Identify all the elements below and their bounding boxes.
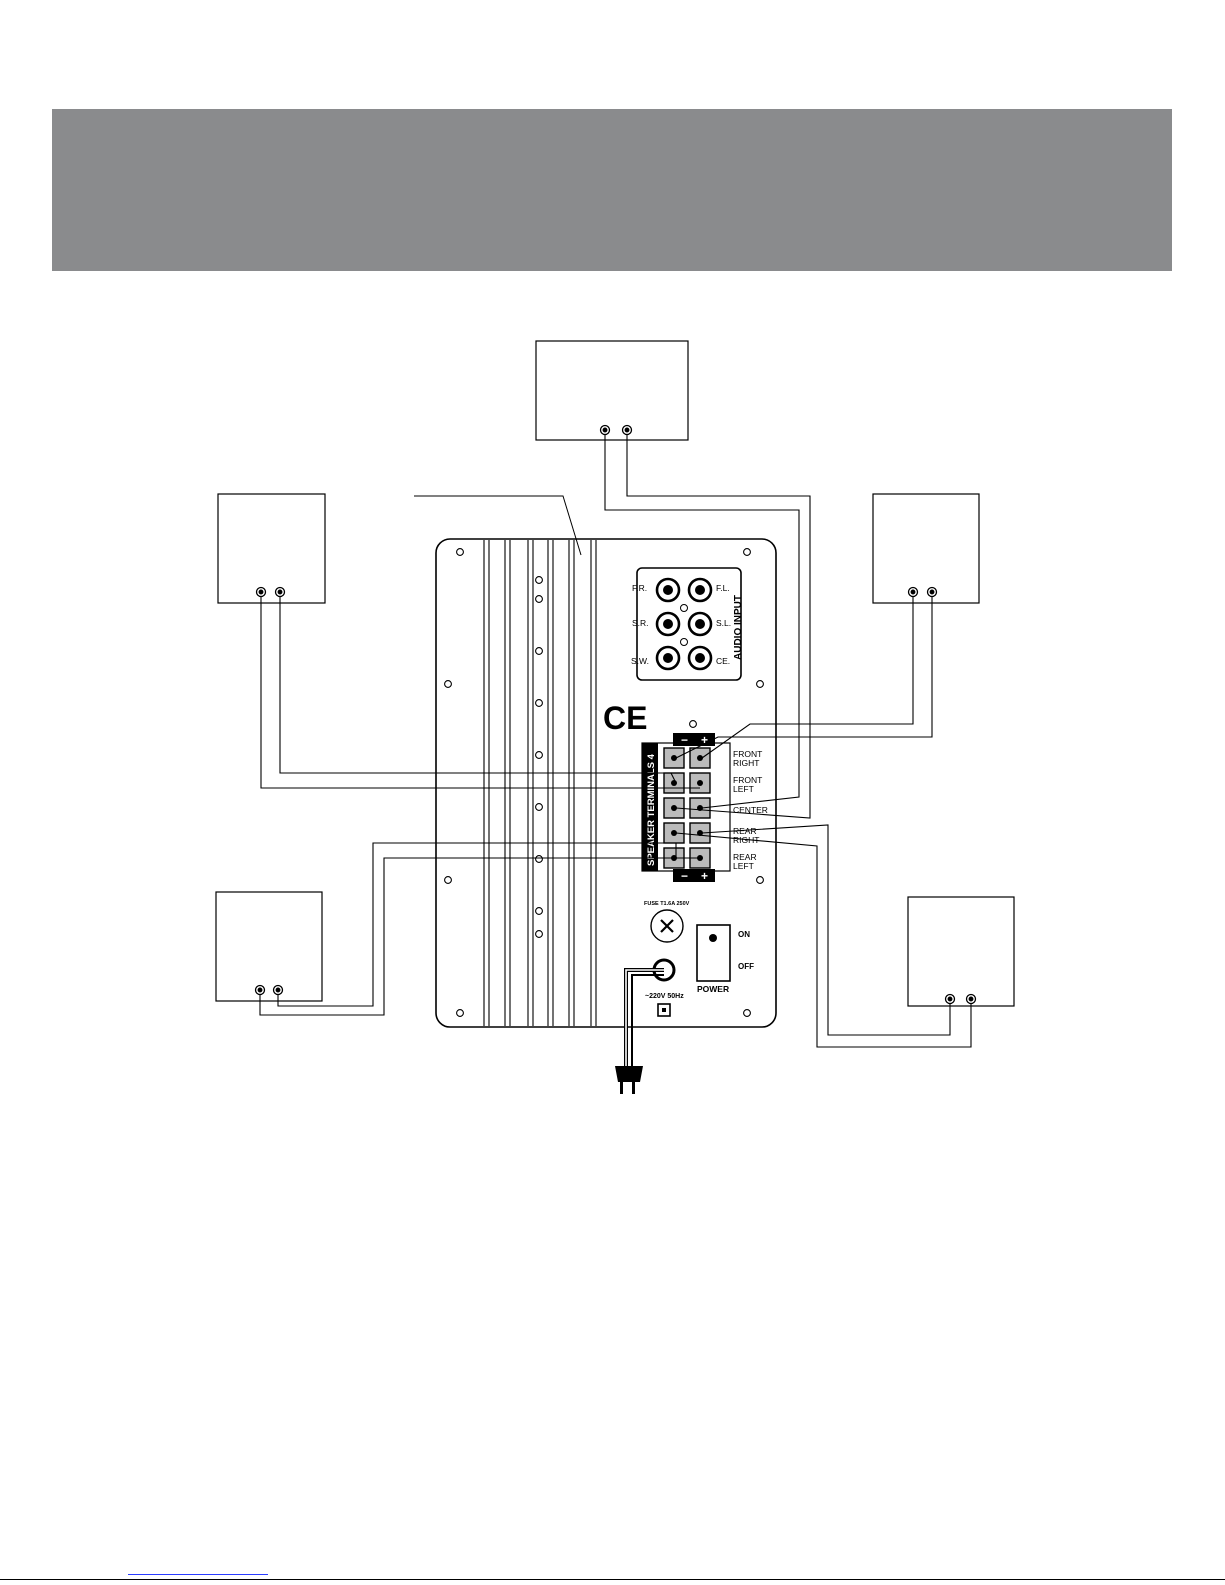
speaker-wires (260, 434, 971, 1047)
center-speaker-box (536, 341, 688, 440)
ce-mark: CE (603, 700, 647, 736)
heatsink-fins (484, 540, 596, 1026)
speaker-terminals-title: SPEAKER TERMINALS 4 (646, 753, 657, 866)
jack-label-sr: S.R. (632, 618, 649, 628)
fuse-holder (651, 910, 683, 942)
power-cord (626, 970, 664, 1066)
power-switch[interactable] (697, 925, 730, 981)
terminal-minus-top: − (681, 733, 688, 747)
jack-label-sl: S.L. (716, 618, 731, 628)
heatsink-leader (414, 496, 581, 555)
audio-input-title: AUDIO INPUT (733, 595, 744, 660)
jack-label-sw: S.W. (631, 656, 649, 666)
fuse-label: FUSE T1.6A 250V (644, 901, 690, 907)
terminal-plus-bottom: + (701, 869, 708, 883)
ch-front-right-2: RIGHT (733, 758, 759, 768)
terminal-minus-bottom: − (681, 869, 688, 883)
front-right-speaker-box (873, 494, 979, 603)
ch-front-left-2: LEFT (733, 784, 754, 794)
jack-label-ce: CE. (716, 656, 730, 666)
mains-label: ~220V 50Hz (645, 993, 684, 1000)
footer-link-underline (128, 1574, 268, 1575)
audio-input-block: F.R. F.L. S.R. S.L. S.W. CE. AUDIO INPUT (631, 568, 744, 680)
rear-right-speaker-box (908, 897, 1014, 1006)
power-off-label: OFF (738, 962, 754, 971)
plug-icon (615, 1066, 643, 1094)
power-label: POWER (697, 984, 729, 994)
jack-label-fr: F.R. (632, 583, 647, 593)
front-left-speaker-box (218, 494, 325, 603)
rear-left-speaker-box (216, 892, 322, 1001)
ch-rear-left-2: LEFT (733, 861, 754, 871)
footer-rule (0, 1579, 1225, 1580)
jack-label-fl: F.L. (716, 583, 730, 593)
power-on-label: ON (738, 930, 750, 939)
